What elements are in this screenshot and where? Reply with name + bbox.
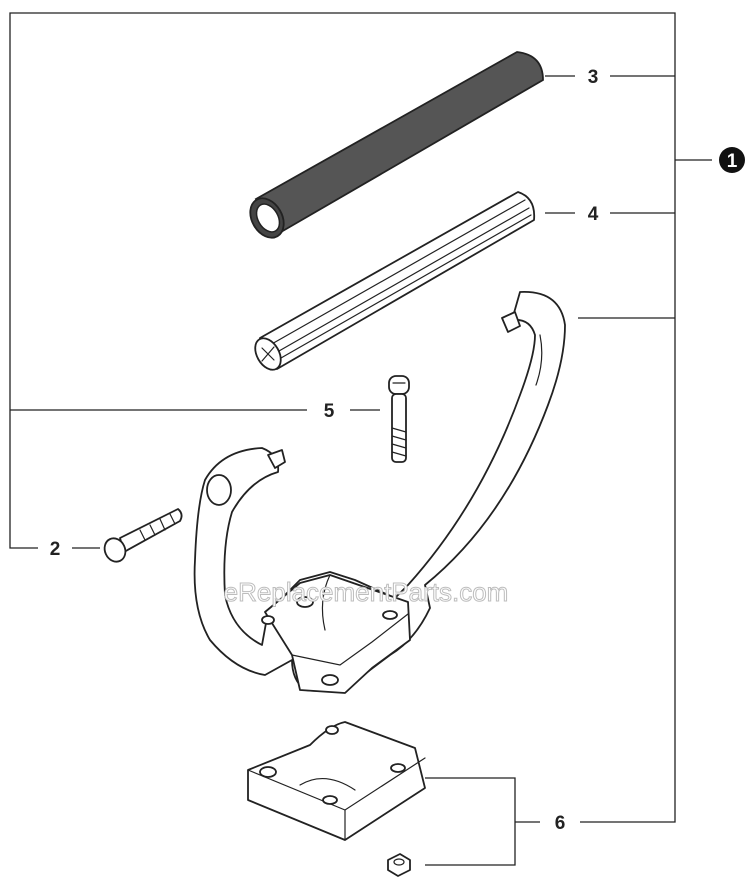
callout-4: 4 <box>588 204 599 225</box>
screw <box>103 508 183 563</box>
kit-circle <box>719 147 745 173</box>
handle-clamp <box>247 721 426 841</box>
kit-badge: 1 <box>719 147 745 173</box>
callout-numbers: 3 4 5 2 6 <box>50 67 599 834</box>
loop-handle <box>193 291 566 694</box>
leader-lines <box>425 75 675 866</box>
watermark: eReplacementParts.com <box>224 577 509 607</box>
grip-tube <box>249 51 544 239</box>
bolt <box>388 375 410 463</box>
nut <box>387 853 411 877</box>
callout-3: 3 <box>588 67 599 88</box>
handle-shaft <box>254 191 536 371</box>
callout-2: 2 <box>50 539 61 560</box>
kit-number: 1 <box>727 151 738 172</box>
callout-5: 5 <box>324 401 335 422</box>
kit-bracket <box>9 12 712 823</box>
callout-6: 6 <box>555 813 566 834</box>
